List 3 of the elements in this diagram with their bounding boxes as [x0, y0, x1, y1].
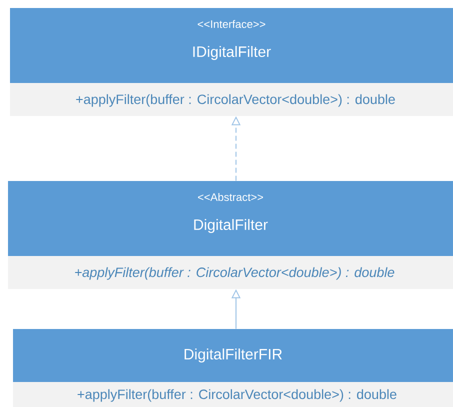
method-signature: +applyFilter(buffer : CircolarVector<double>) : double: [76, 94, 395, 107]
method-signature: +applyFilter(buffer : CircolarVector<double>) : double: [75, 267, 394, 280]
method-signature: +applyFilter(buffer : CircolarVector<double>) : double: [78, 389, 396, 402]
